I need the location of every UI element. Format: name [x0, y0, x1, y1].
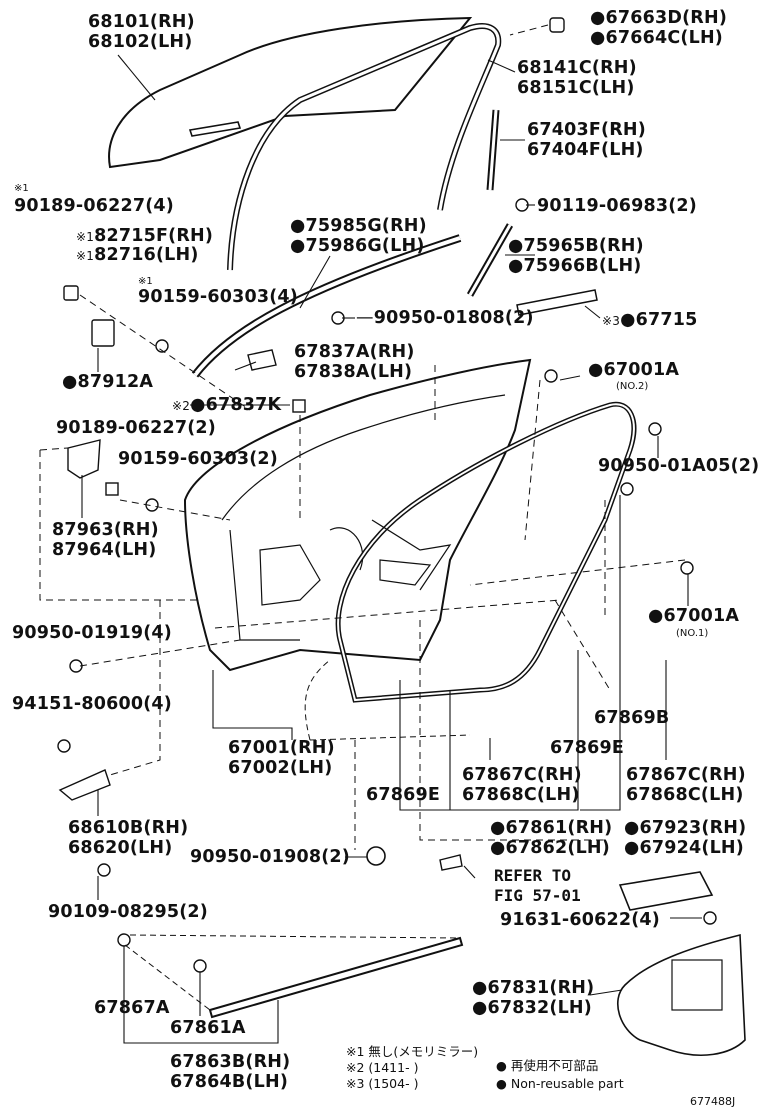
- label-bracket-87912: 87912A: [62, 372, 153, 392]
- glass-bracket: [188, 121, 242, 137]
- label-plug-90950-d: 90950-01908(2): [190, 847, 351, 867]
- label-clip-67001a-2: 67001A: [588, 360, 679, 380]
- label-ws-67869e-a: 67869E: [366, 785, 441, 805]
- label-ws-67861-rh: 67861(RH): [490, 818, 612, 838]
- label-check-lh: 68620(LH): [68, 838, 173, 858]
- label-ws-67864b: 67864B(LH): [170, 1072, 289, 1092]
- label-molding-b-lh: 75966B(LH): [508, 256, 642, 276]
- label-clip-top-lh: 67664C(LH): [590, 28, 723, 48]
- label-bolt-94151: 94151-80600(4): [12, 694, 173, 714]
- label-clip-82715: ※182715F(RH): [76, 226, 214, 246]
- bolt-90109: [97, 863, 111, 877]
- label-seal-67832: 67832(LH): [472, 998, 592, 1018]
- label-plug-90950-c: 90950-01919(4): [12, 623, 173, 643]
- tape-strip: [516, 289, 598, 316]
- cover-panel: [618, 871, 714, 911]
- label-clip-82716: ※182716(LH): [76, 245, 199, 265]
- label-ws-67868c-lh-a: 67868C(LH): [462, 785, 580, 805]
- legend-english: Non-reusable part: [496, 1076, 624, 1091]
- label-glass-rh: 68101(RH): [88, 12, 195, 32]
- label-ws-67869b: 67869B: [594, 708, 670, 728]
- label-door-lh: 67002(LH): [228, 758, 333, 778]
- label-ws-67862-lh: 67862(LH): [490, 838, 610, 858]
- door-check: [58, 769, 111, 801]
- label-run-rh: 68141C(RH): [517, 58, 637, 78]
- label-sash-rh: 67403F(RH): [527, 120, 646, 140]
- label-bolt-90109: 90109-08295(2): [48, 902, 209, 922]
- legend-japanese: 再使用不可部品: [496, 1058, 598, 1073]
- label-ws-67867a: 67867A: [94, 998, 170, 1018]
- refer-clip: [439, 854, 463, 871]
- figure-id: 677488J: [690, 1095, 736, 1108]
- label-bolt-90159-a: 90159-60303(4): [138, 287, 299, 307]
- clip-no2: [544, 369, 558, 383]
- label-mirror-lh: 87964(LH): [52, 540, 157, 560]
- pad-block: [247, 349, 277, 371]
- label-cover-lh: 67924(LH): [624, 838, 744, 858]
- mirror-bracket: [67, 439, 101, 479]
- clip-91631: [703, 911, 717, 925]
- footnote-2: ※2 (1411- ): [346, 1060, 419, 1075]
- label-seal-67831: 67831(RH): [472, 978, 594, 998]
- label-molding-rh: 75985G(RH): [290, 216, 427, 236]
- refer-fig-link[interactable]: FIG 57-01: [494, 886, 581, 905]
- label-screw-90189-b: 90189-06227(2): [56, 418, 217, 438]
- label-tape-67715: ※367715: [602, 310, 697, 331]
- label-ws-67867c-rh-a: 67867C(RH): [462, 765, 582, 785]
- screw-upper: [63, 285, 79, 301]
- sill-weatherstrip: [208, 936, 464, 1019]
- label-bolt-90119: 90119-06983(2): [537, 196, 698, 216]
- pad-67837k: [292, 399, 306, 413]
- clip-67861a: [193, 959, 207, 973]
- label-ws-67861a: 67861A: [170, 1018, 246, 1038]
- door-shell: [183, 358, 532, 672]
- plug-right: [648, 422, 662, 436]
- clip-right: [620, 482, 634, 496]
- footnote-3: ※3 (1504- ): [346, 1076, 419, 1091]
- label-plug-90950-b: 90950-01A05(2): [598, 456, 760, 476]
- label-ws-67863b: 67863B(RH): [170, 1052, 291, 1072]
- label-sash-lh: 67404F(LH): [527, 140, 644, 160]
- note-mark: ※1: [14, 183, 29, 194]
- label-clip-top-rh: 67663D(RH): [590, 8, 727, 28]
- label-clip-67001a-1: 67001A: [648, 606, 739, 626]
- plug-90950-d: [366, 846, 386, 866]
- label-cover-rh: 67923(RH): [624, 818, 746, 838]
- clip-top: [549, 17, 565, 33]
- label-clip-91631: 91631-60622(4): [500, 910, 661, 930]
- label-door-rh: 67001(RH): [228, 738, 335, 758]
- label-pad-lh: 67838A(LH): [294, 362, 413, 382]
- label-no2: (NO.2): [616, 381, 649, 392]
- label-screw-90189-a: 90189-06227(4): [14, 196, 175, 216]
- label-check-rh: 68610B(RH): [68, 818, 189, 838]
- bolt-94151: [57, 739, 71, 753]
- door-glass: [108, 16, 473, 169]
- label-pad-rh: 67837A(RH): [294, 342, 415, 362]
- label-ws-67869e-b: 67869E: [550, 738, 625, 758]
- refer-to-text: REFER TO: [494, 866, 572, 885]
- service-hole-cover: [616, 933, 746, 1056]
- label-ws-67867c-rh-b: 67867C(RH): [626, 765, 746, 785]
- label-molding-lh: 75986G(LH): [290, 236, 425, 256]
- label-plug-90950-a: —90950-01808(2): [356, 308, 534, 328]
- screw-mirror: [105, 482, 119, 496]
- label-mirror-rh: 87963(RH): [52, 520, 159, 540]
- label-ws-67868c-lh-b: 67868C(LH): [626, 785, 744, 805]
- clip-67867a: [117, 933, 131, 947]
- bolt-upper: [155, 339, 169, 353]
- label-bolt-90159-b: 90159-60303(2): [118, 449, 279, 469]
- bracket-mount: [91, 319, 115, 347]
- label-glass-lh: 68102(LH): [88, 32, 193, 52]
- label-pad-67837k: ※267837K: [172, 395, 281, 416]
- clip-no1: [680, 561, 694, 575]
- label-no1: (NO.1): [676, 628, 709, 639]
- note-mark-bolt: ※1: [138, 276, 153, 287]
- label-run-lh: 68151C(LH): [517, 78, 635, 98]
- footnote-1: ※1 無し(メモリミラー): [346, 1044, 479, 1059]
- label-molding-b-rh: 75965B(RH): [508, 236, 644, 256]
